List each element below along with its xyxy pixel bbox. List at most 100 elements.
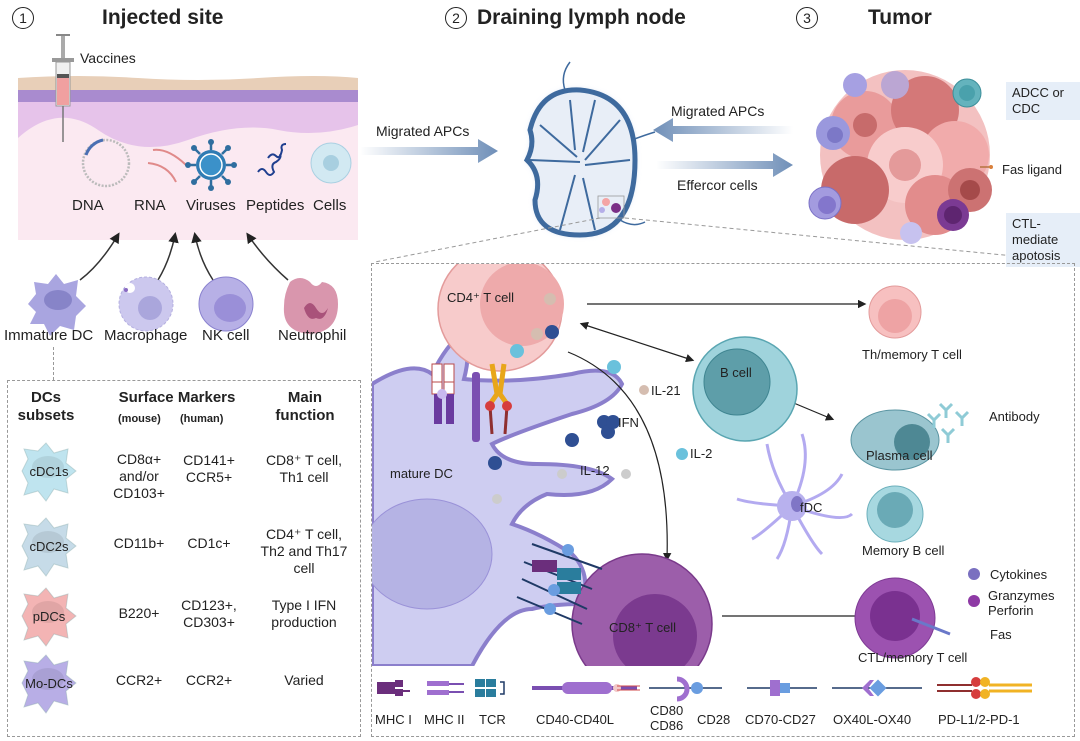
legend-granzymes: Granzymes Perforin (988, 588, 1055, 618)
header-mouse: (mouse) (118, 413, 161, 425)
section-number: 1 (12, 7, 34, 30)
arrow-neutrophil (246, 232, 289, 281)
pdl1-pd1-icon (937, 677, 1032, 699)
rna-icon (147, 148, 187, 183)
mature-dc-nucleus (372, 498, 493, 610)
dc-main-function: CD4⁺ T cell, Th2 and Th17 cell (260, 526, 348, 576)
innate-cell-immature-dc: Immature DC (4, 327, 94, 344)
cytokines-legend-dot (968, 568, 980, 580)
dc-main-function: Varied (284, 672, 324, 688)
immune-cell-icons (808, 71, 982, 244)
label-antibody: Antibody (989, 409, 1040, 424)
annotation-ctl-apoptosis: CTL-mediate apotosis (1006, 213, 1080, 267)
vaccine-type-peptides: Peptides (246, 197, 305, 214)
section-number: 2 (445, 7, 467, 30)
label-il21: IL-21 (651, 383, 681, 398)
header-function: Main function (275, 389, 335, 424)
vaccine-type-cells: Cells (313, 197, 347, 214)
ifn-icon (606, 415, 620, 429)
cd8-nucleus (613, 594, 697, 666)
vaccines-label: Vaccines (80, 50, 136, 66)
label-ctl-memory: CTL/memory T cell (858, 650, 968, 665)
flow-label-node-to-tumor: Effercor cells (677, 177, 758, 193)
dc-subset-icon (21, 517, 77, 577)
header-markers: Surface Markers (118, 389, 236, 406)
label-th-memory: Th/memory T cell (862, 347, 962, 362)
arrow-node-to-tumor (656, 153, 793, 177)
immature-dc-icon (28, 274, 86, 336)
cd80-cd86-icon (649, 676, 722, 702)
dc-marker-human: CD141+ CCR5+ (183, 451, 235, 485)
label-il12: IL-12 (580, 463, 610, 478)
legend-pdl1-pd1: PD-L1/2-PD-1 (938, 712, 1020, 727)
arrow-tumor-to-node (653, 118, 793, 142)
arrow-cd4-bcell (579, 321, 695, 363)
innate-cells (28, 274, 338, 336)
legend-mhc2: MHC II (424, 712, 465, 727)
b-cell-nucleus (703, 348, 771, 416)
dc-subsets-table: DCs subsets Surface Markers (mouse) (hum… (7, 380, 361, 737)
dc-subset-name: Mo-DCs (25, 676, 73, 691)
il2-icon (676, 448, 688, 460)
molecule-legend-icons (377, 676, 1032, 702)
dc-marker-mouse: CD11b+ (113, 535, 165, 551)
label-ifn: IFN (618, 415, 639, 430)
innate-cell-nk: NK cell (202, 327, 250, 344)
synapse-molecules-cd4 (431, 363, 512, 442)
dc-marker-human: CCR2+ (185, 672, 233, 688)
flow-arrows (360, 118, 793, 177)
virus-icon (185, 139, 237, 191)
macrophage-icon (118, 276, 174, 332)
legend-cytokines: Cytokines (990, 567, 1048, 582)
vaccine-type-viruses: Viruses (186, 197, 236, 214)
flow-label-site-to-node: Migrated APCs (376, 123, 470, 139)
lymph-node-illustration (523, 61, 656, 238)
dc-subset-icon (21, 587, 77, 647)
label-il2: IL-2 (690, 446, 713, 461)
legend-cd70-cd27: CD70-CD27 (745, 712, 816, 727)
node-detail-illustration (372, 264, 980, 666)
label-plasma-cell: Plasma cell (866, 448, 933, 463)
annotation-fas-ligand: Fas ligand (1002, 162, 1062, 177)
granzymes-legend-dot (968, 595, 980, 607)
connector-line (53, 347, 54, 380)
basal-layer (18, 102, 358, 148)
dc-main-function: Type I IFN production (271, 596, 337, 630)
peptide-icon (257, 143, 287, 176)
vaccine-type-dna: DNA (72, 197, 104, 214)
mhc1-icon (377, 680, 410, 696)
label-cd4-t-cell: CD4⁺ T cell (447, 290, 515, 305)
legend-cd80-cd86: CD80 CD86 (650, 703, 684, 733)
cd70-cd27-icon (747, 680, 817, 696)
dc-subset-name: cDC2s (29, 539, 69, 554)
dc-marker-mouse: B220+ (118, 605, 160, 621)
dc-subset-icon (21, 654, 77, 714)
dc-subset-name: pDCs (32, 609, 66, 624)
arrow-cd4-to-cd8 (567, 351, 672, 562)
epidermis-layer (18, 90, 358, 102)
legend-fas: Fas (990, 627, 1012, 642)
dc-subset-name: cDC1s (29, 464, 69, 479)
stratum-corneum (18, 76, 358, 90)
cd40-cd40l-icon (532, 682, 640, 694)
dc-marker-mouse: CD8α+ and/or CD103+ (113, 451, 165, 501)
antibody-icons (926, 402, 970, 443)
il21-icon (639, 385, 649, 395)
fas-icon (911, 617, 951, 636)
tumor-illustration (808, 70, 993, 244)
tumor-mass (820, 70, 992, 240)
arrow-macrophage (157, 232, 179, 281)
dna-icon (81, 138, 131, 188)
dc-main-function: CD8⁺ T cell, Th1 cell (265, 451, 343, 485)
neutrophil-icon (283, 278, 338, 334)
nk-cell-icon (198, 276, 254, 332)
arrow-dc (79, 232, 120, 281)
section-number: 3 (796, 7, 818, 30)
skin-illustration (18, 34, 358, 240)
label-cd8-t-cell: CD8⁺ T cell (609, 620, 677, 635)
plasma-nucleus (894, 424, 930, 460)
label-b-cell: B cell (720, 365, 752, 380)
syringe-icon (52, 34, 74, 142)
